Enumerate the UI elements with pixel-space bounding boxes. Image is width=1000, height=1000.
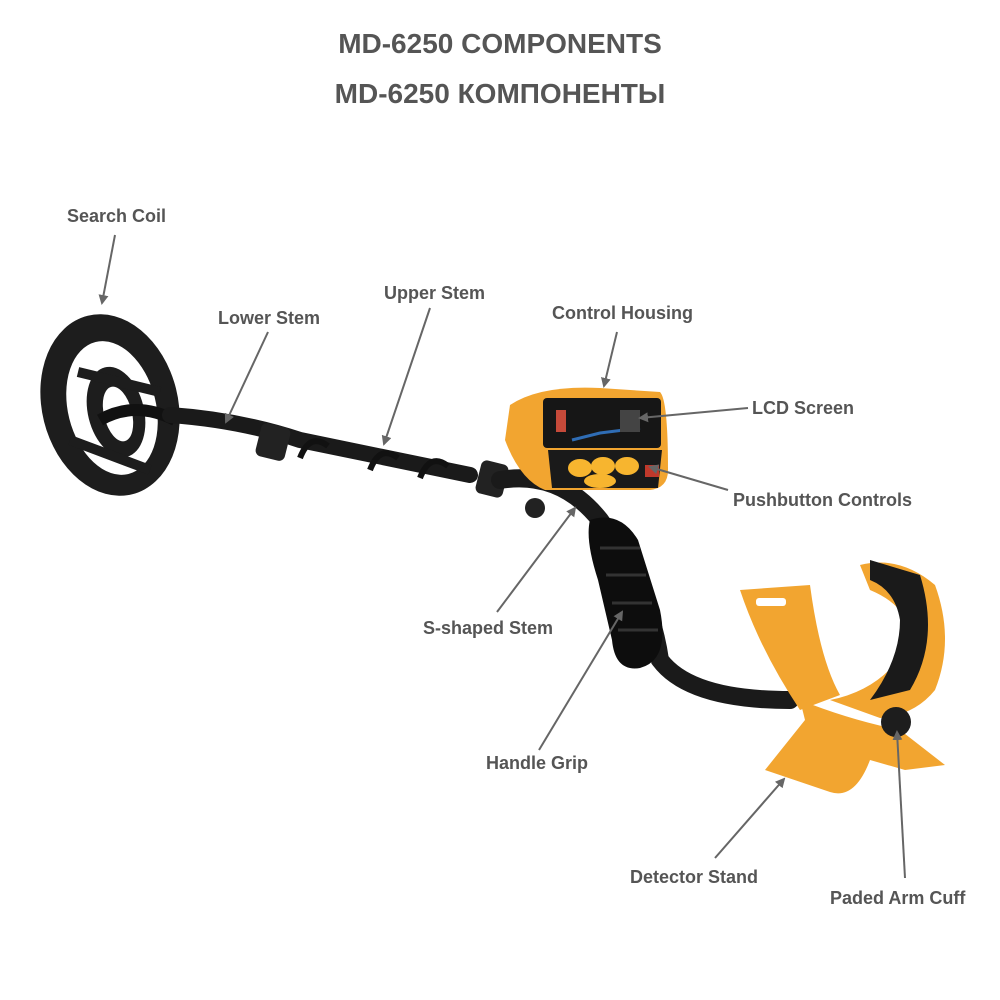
- shaft: [162, 407, 545, 518]
- label-pushbutton-controls: Pushbutton Controls: [733, 490, 912, 510]
- label-search-coil: Search Coil: [67, 206, 167, 226]
- label-arm-cuff: Paded Arm Cuff: [830, 888, 966, 908]
- label-s-shaped-stem: S-shaped Stem: [423, 618, 554, 638]
- label-upper-stem: Upper Stem: [384, 283, 486, 303]
- title-line-english: MD-6250 COMPONENTS: [338, 28, 662, 59]
- leader-lines: [98, 234, 906, 879]
- label-lower-stem: Lower Stem: [218, 308, 321, 328]
- label-control-housing: Control Housing: [552, 303, 693, 323]
- arm-cuff-and-stand: [740, 560, 945, 794]
- label-handle-grip: Handle Grip: [486, 753, 589, 773]
- search-coil: [40, 314, 180, 496]
- label-lcd-screen: LCD Screen: [752, 398, 855, 418]
- label-detector-stand: Detector Stand: [630, 867, 759, 887]
- control-housing: [505, 387, 668, 490]
- title-line-russian: MD-6250 КОМПОНЕНТЫ: [334, 78, 666, 109]
